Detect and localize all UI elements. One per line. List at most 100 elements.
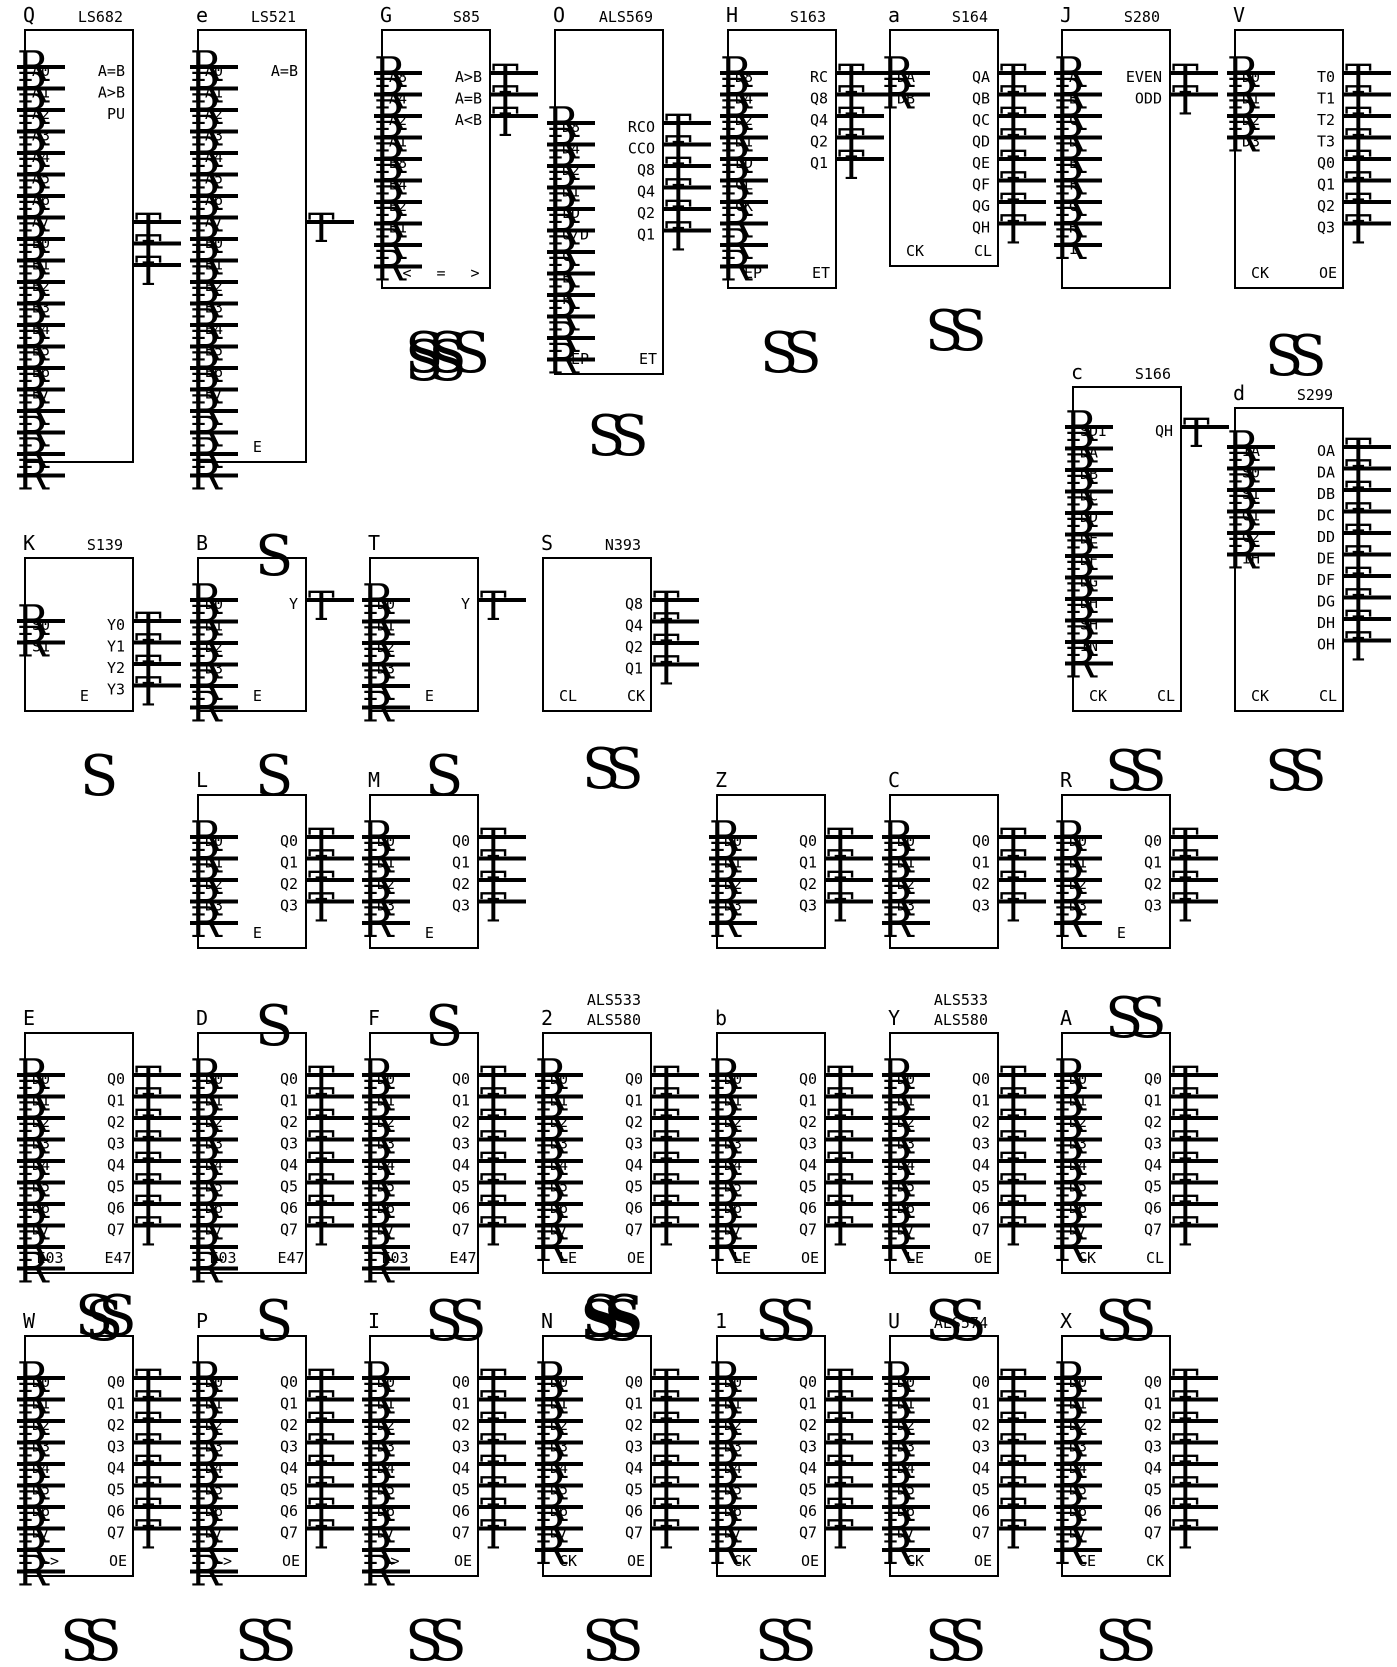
pin-glyph: R [1054,48,1087,97]
pin-label-left: H [1069,219,1078,237]
pin-glyph: R [1065,424,1098,473]
pin-glyph: R [190,150,223,199]
pin-label-left: D3 [205,1135,223,1153]
chip-I[interactable]: IRRRRRRRRRRTTTTTTTTD0D1D2D3D4D5D6D7Q0Q1Q… [362,1309,526,1596]
pin-label-left: D1 [377,1092,395,1110]
pin-label-right: Q2 [799,1113,817,1131]
pin-glyph: R [362,1439,395,1488]
chip-Y[interactable]: YALS533ALS580RRRRRRRRRTTTTTTTTD0D1D2D3D4… [882,991,1046,1274]
chip-designator: e [196,3,208,27]
pin-label-right: Q5 [280,1178,298,1196]
chip-part-number-alt: ALS580 [934,1011,988,1029]
chip-1[interactable]: 1RRRRRRRRRTTTTTTTTD0D1D2D3D4D5D6D7Q0Q1Q2… [709,1309,873,1577]
pin-label-right: Q2 [637,204,655,222]
chip-D[interactable]: DRRRRRRRRRRTTTTTTTTD0D1D2D3D4D5D6D7Q0Q1Q… [190,1006,354,1293]
chip-N[interactable]: NRRRRRRRRRTTTTTTTTD0D1D2D3D4D5D6D7Q0Q1Q2… [535,1309,699,1577]
pin-glyph: T [308,1210,335,1256]
pin-label-right: A<B [455,111,482,129]
pin-label-right: Q7 [799,1221,817,1239]
chip-X[interactable]: XRRRRRRRRRTTTTTTTTD0D1D2D3D4D5D6D7Q0Q1Q2… [1054,1309,1218,1577]
chip-A[interactable]: ARRRRRRRRRTTTTTTTTD0D1D2D3D4D5D6D7Q0Q1Q2… [1054,1006,1218,1274]
pin-glyph: R [709,1504,742,1553]
pin-label-left: D0 [377,595,395,613]
chip-designator: L [196,768,208,792]
pin-label-left: D0 [205,832,223,850]
pin-label-right: Q5 [972,1481,990,1499]
pin-label-left: D3 [724,1135,742,1153]
pin-label-left: D5 [1069,1178,1087,1196]
chip-P[interactable]: PRRRRRRRRRRTTTTTTTTD0D1D2D3D4D5D6D7Q0Q1Q… [190,1309,354,1596]
pin-glyph: R [17,1525,50,1574]
chip-designator: J [1060,3,1072,27]
pin-glyph: R [1065,574,1098,623]
pin-label-right: OA [1317,442,1335,460]
chip-W[interactable]: WRRRRRRRRRRTTTTTTTTD0D1D2D3D4D5D6D7Q0Q1Q… [17,1309,181,1596]
pin-glyph: R [17,214,50,263]
pin-glyph: R [1054,1353,1087,1402]
pin-label-bottom: ET [812,264,830,282]
pin-glyph: R [1054,1461,1087,1510]
pin-label-right: Q4 [1144,1156,1162,1174]
pin-label-right: Q6 [280,1199,298,1217]
chip-E[interactable]: ERRRRRRRRRRTTTTTTTTD0D1D2D3D4D5D6D7Q0Q1Q… [17,1006,181,1293]
pin-label-left: D7 [205,1524,223,1542]
pin-label-right: Q5 [625,1481,643,1499]
pin-glyph: R [882,1050,915,1099]
chip-b[interactable]: bRRRRRRRRRTTTTTTTTD0D1D2D3D4D5D6D7Q0Q1Q2… [709,1006,873,1274]
pin-label-right: RCO [628,118,655,136]
pin-label-right: RC [810,68,828,86]
pin-label-right: Q7 [107,1524,125,1542]
pin-glyph: R [190,451,223,500]
chip-F[interactable]: FRRRRRRRRRRTTTTTTTTD0D1D2D3D4D5D6D7Q0Q1Q… [362,1006,526,1293]
glyph-cluster: SS [1265,739,1323,804]
pin-label-left: IN [1080,637,1098,655]
pin-label-bottom: CL [1146,1249,1164,1267]
pin-label-left: D7 [1069,1524,1087,1542]
chip-2[interactable]: 2ALS533ALS580RRRRRRRRRTTTTTTTTD0D1D2D3D4… [535,991,699,1274]
pin-label-right: Q3 [452,897,470,915]
pin-glyph: T [827,886,854,932]
pin-glyph: R [535,1201,568,1250]
pin-label-right: EVEN [1126,68,1162,86]
pin-label-left: D1 [724,1092,742,1110]
pin-glyph: T [135,249,162,295]
pin-label-bottom: OE [454,1552,472,1570]
pin-label-right: Q7 [1144,1221,1162,1239]
pin-label-right: QB [972,90,990,108]
pin-glyph: R [1054,1158,1087,1207]
pin-label-bottom: E [425,924,434,942]
chip-outline [1061,1032,1171,1274]
pin-glyph: R [17,343,50,392]
pin-label-left: DH [1080,594,1098,612]
pin-glyph: R [535,1418,568,1467]
pin-glyph: R [1227,48,1260,97]
pin-label-left: D1 [897,1395,915,1413]
pin-label-right: Q1 [1144,1395,1162,1413]
pin-glyph: R [1054,113,1087,162]
pin-label-left: IA [1242,442,1260,460]
pin-glyph: R [1054,1482,1087,1531]
pin-label-left: D4 [562,140,580,158]
pin-glyph: R [190,64,223,113]
pin-label-left: A2 [205,105,223,123]
